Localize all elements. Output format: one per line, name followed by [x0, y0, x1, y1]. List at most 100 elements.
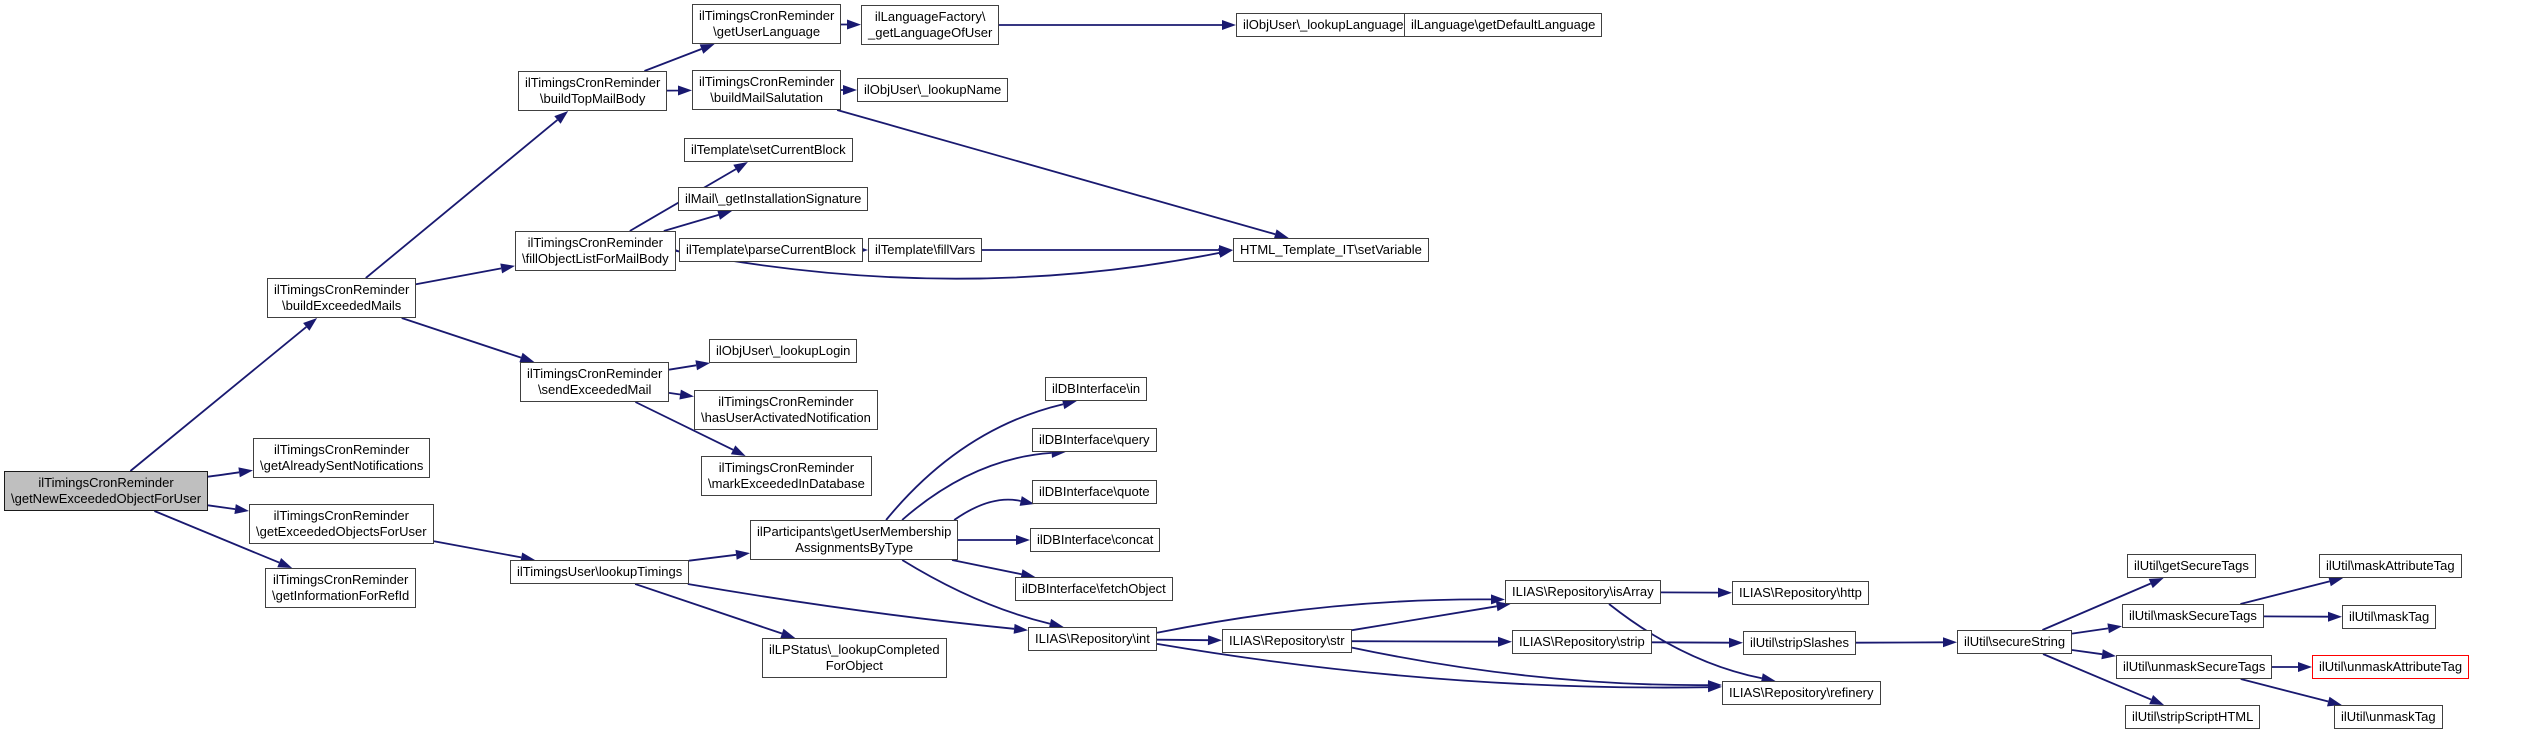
- edge-arrowhead: [2328, 576, 2344, 587]
- graph-node-maskTag[interactable]: ilUtil\maskTag: [2342, 605, 2437, 629]
- graph-node-label: \fillObjectListForMailBody: [522, 251, 669, 266]
- graph-node-getInformationForRefId[interactable]: ilTimingsCronReminder\getInformationForR…: [265, 568, 417, 608]
- graph-node-repoHttp[interactable]: ILIAS\Repository\http: [1732, 581, 1869, 605]
- graph-node-label: ilUtil\stripSlashes: [1750, 635, 1849, 650]
- edge-getUserMembershipAssignmentsByType-dbQuery: [901, 452, 1052, 521]
- graph-node-dbConcat[interactable]: ilDBInterface\concat: [1030, 528, 1161, 552]
- graph-node-label: ilTimingsCronReminder: [699, 74, 835, 89]
- graph-node-label: \sendExceededMail: [537, 382, 652, 397]
- graph-node-label: ilMail\_getInstallationSignature: [685, 191, 862, 206]
- graph-node-repoRefinery[interactable]: ILIAS\Repository\refinery: [1722, 681, 1881, 705]
- graph-node-stripScriptHTML[interactable]: ilUtil\stripScriptHTML: [2125, 705, 2261, 729]
- graph-node-lookupName[interactable]: ilObjUser\_lookupName: [857, 78, 1009, 102]
- graph-node-repoStr[interactable]: ILIAS\Repository\str: [1222, 629, 1352, 653]
- edge-arrowhead: [679, 389, 694, 400]
- graph-node-unmaskTag[interactable]: ilUtil\unmaskTag: [2334, 705, 2443, 729]
- graph-node-getExceededObjectsForUser[interactable]: ilTimingsCronReminder\getExceededObjects…: [249, 504, 434, 544]
- graph-node-label: ilTimingsCronReminder: [272, 572, 409, 587]
- edge-arrowhead: [843, 85, 857, 95]
- graph-node-dbQuery[interactable]: ilDBInterface\query: [1032, 428, 1157, 452]
- edge-arrowhead: [735, 549, 750, 560]
- graph-node-getAlreadySentNotifications[interactable]: ilTimingsCronReminder\getAlreadySentNoti…: [253, 438, 431, 478]
- graph-node-repoIsArray[interactable]: ILIAS\Repository\isArray: [1505, 580, 1661, 604]
- graph-node-label: ilTimingsCronReminder: [527, 366, 663, 381]
- edge-lookupTimings-lookupCompletedForObject: [634, 583, 783, 635]
- graph-node-label: ILIAS\Repository\strip: [1519, 634, 1645, 649]
- graph-node-label: AssignmentsByType: [795, 540, 914, 555]
- graph-node-markExceededInDatabase[interactable]: ilTimingsCronReminder\markExceededInData…: [701, 456, 872, 496]
- graph-node-getLanguageOfUser[interactable]: ilLanguageFactory\_getLanguageOfUser: [861, 5, 1000, 45]
- graph-node-label: ilLanguageFactory\: [874, 9, 986, 24]
- graph-node-getDefaultLanguage[interactable]: ilLanguage\getDefaultLanguage: [1404, 13, 1603, 37]
- edge-repoStr-repoIsArray: [1351, 605, 1497, 632]
- graph-node-label: ilParticipants\getUserMembership: [757, 524, 952, 539]
- graph-node-getSecureTags[interactable]: ilUtil\getSecureTags: [2127, 554, 2256, 578]
- graph-node-getUserLanguage[interactable]: ilTimingsCronReminder\getUserLanguage: [692, 4, 842, 44]
- graph-node-label: ILIAS\Repository\str: [1229, 633, 1345, 648]
- edge-lookupTimings-repoInt: [687, 583, 1015, 630]
- graph-node-dbFetchObject[interactable]: ilDBInterface\fetchObject: [1015, 577, 1173, 601]
- edge-arrowhead: [1708, 680, 1722, 691]
- graph-node-getInstallationSignature[interactable]: ilMail\_getInstallationSignature: [678, 187, 869, 211]
- graph-node-buildTopMailBody[interactable]: ilTimingsCronReminder\buildTopMailBody: [518, 71, 668, 111]
- graph-node-setVariable[interactable]: HTML_Template_IT\setVariable: [1233, 238, 1429, 262]
- edge-arrowhead: [2107, 623, 2122, 634]
- edge-sendExceededMail-lookupLogin: [668, 364, 697, 371]
- graph-node-buildExceededMails[interactable]: ilTimingsCronReminder\buildExceededMails: [267, 278, 417, 318]
- graph-node-label: ILIAS\Repository\isArray: [1512, 584, 1654, 599]
- graph-node-lookupLogin[interactable]: ilObjUser\_lookupLogin: [709, 339, 858, 363]
- graph-node-maskSecureTags[interactable]: ilUtil\maskSecureTags: [2122, 604, 2264, 628]
- edge-arrowhead: [1207, 635, 1222, 646]
- graph-node-dbIn[interactable]: ilDBInterface\in: [1045, 377, 1148, 401]
- graph-node-label: ilDBInterface\concat: [1037, 532, 1154, 547]
- edge-secureString-unmaskSecureTags: [2071, 649, 2103, 656]
- graph-node-label: \buildTopMailBody: [539, 91, 646, 106]
- edge-arrowhead: [1729, 637, 1743, 648]
- graph-node-label: ilUtil\maskTag: [2349, 609, 2430, 624]
- graph-node-label: ilTimingsCronReminder: [527, 235, 663, 250]
- edge-arrowhead: [519, 352, 535, 363]
- edge-arrowhead: [847, 19, 861, 30]
- graph-node-label: ilTimingsCronReminder: [38, 475, 174, 490]
- graph-node-label: ilTimingsCronReminder: [525, 75, 661, 90]
- edge-repoInt-repoStr: [1156, 638, 1209, 642]
- graph-node-setCurrentBlock[interactable]: ilTemplate\setCurrentBlock: [684, 138, 853, 162]
- graph-node-label: \getUserLanguage: [713, 24, 821, 39]
- graph-node-secureString[interactable]: ilUtil\secureString: [1957, 630, 2073, 654]
- edge-secureString-maskSecureTags: [2071, 627, 2109, 635]
- graph-node-lookupLanguage[interactable]: ilObjUser\_lookupLanguage: [1236, 13, 1411, 37]
- edge-arrowhead: [554, 111, 569, 124]
- graph-node-hasUserActivatedNotification[interactable]: ilTimingsCronReminder\hasUserActivatedNo…: [694, 390, 878, 430]
- graph-node-label: \getNewExceededObjectForUser: [11, 491, 202, 506]
- graph-node-label: ilLanguage\getDefaultLanguage: [1411, 17, 1596, 32]
- graph-node-lookupTimings[interactable]: ilTimingsUser\lookupTimings: [510, 560, 690, 584]
- graph-node-repoStrip[interactable]: ILIAS\Repository\strip: [1512, 630, 1652, 654]
- edge-arrowhead: [730, 445, 746, 456]
- graph-node-label: ilUtil\secureString: [1964, 634, 2066, 649]
- edge-repoStr-repoStrip: [1351, 640, 1499, 643]
- graph-node-label: _getLanguageOfUser: [868, 25, 993, 40]
- edge-sendExceededMail-hasUserActivatedNotification: [668, 392, 682, 396]
- graph-node-maskAttributeTag[interactable]: ilUtil\maskAttributeTag: [2319, 554, 2462, 578]
- graph-node-unmaskAttributeTag[interactable]: ilUtil\unmaskAttributeTag: [2312, 655, 2470, 679]
- graph-node-fillVars[interactable]: ilTemplate\fillVars: [868, 238, 983, 262]
- edge-arrowhead: [733, 162, 748, 174]
- graph-node-sendExceededMail[interactable]: ilTimingsCronReminder\sendExceededMail: [520, 362, 670, 402]
- edge-buildMailSalutation-setVariable: [836, 109, 1276, 236]
- edge-arrowhead: [780, 628, 796, 639]
- graph-node-label: ilUtil\maskAttributeTag: [2326, 558, 2455, 573]
- graph-node-repoInt[interactable]: ILIAS\Repository\int: [1028, 627, 1157, 651]
- graph-node-unmaskSecureTags[interactable]: ilUtil\unmaskSecureTags: [2116, 655, 2273, 679]
- graph-node-label: ilObjUser\_lookupName: [864, 82, 1002, 97]
- graph-node-stripSlashes[interactable]: ilUtil\stripSlashes: [1743, 631, 1856, 655]
- graph-node-buildMailSalutation[interactable]: ilTimingsCronReminder\buildMailSalutatio…: [692, 70, 842, 110]
- graph-node-label: ilDBInterface\in: [1052, 381, 1141, 396]
- graph-node-label: ilDBInterface\fetchObject: [1022, 581, 1166, 596]
- graph-node-dbQuote[interactable]: ilDBInterface\quote: [1032, 480, 1157, 504]
- graph-node-parseCurrentBlock[interactable]: ilTemplate\parseCurrentBlock: [679, 238, 863, 262]
- graph-node-label: ilUtil\unmaskSecureTags: [2123, 659, 2266, 674]
- graph-node-fillObjectListForMailBody[interactable]: ilTimingsCronReminder\fillObjectListForM…: [515, 231, 676, 271]
